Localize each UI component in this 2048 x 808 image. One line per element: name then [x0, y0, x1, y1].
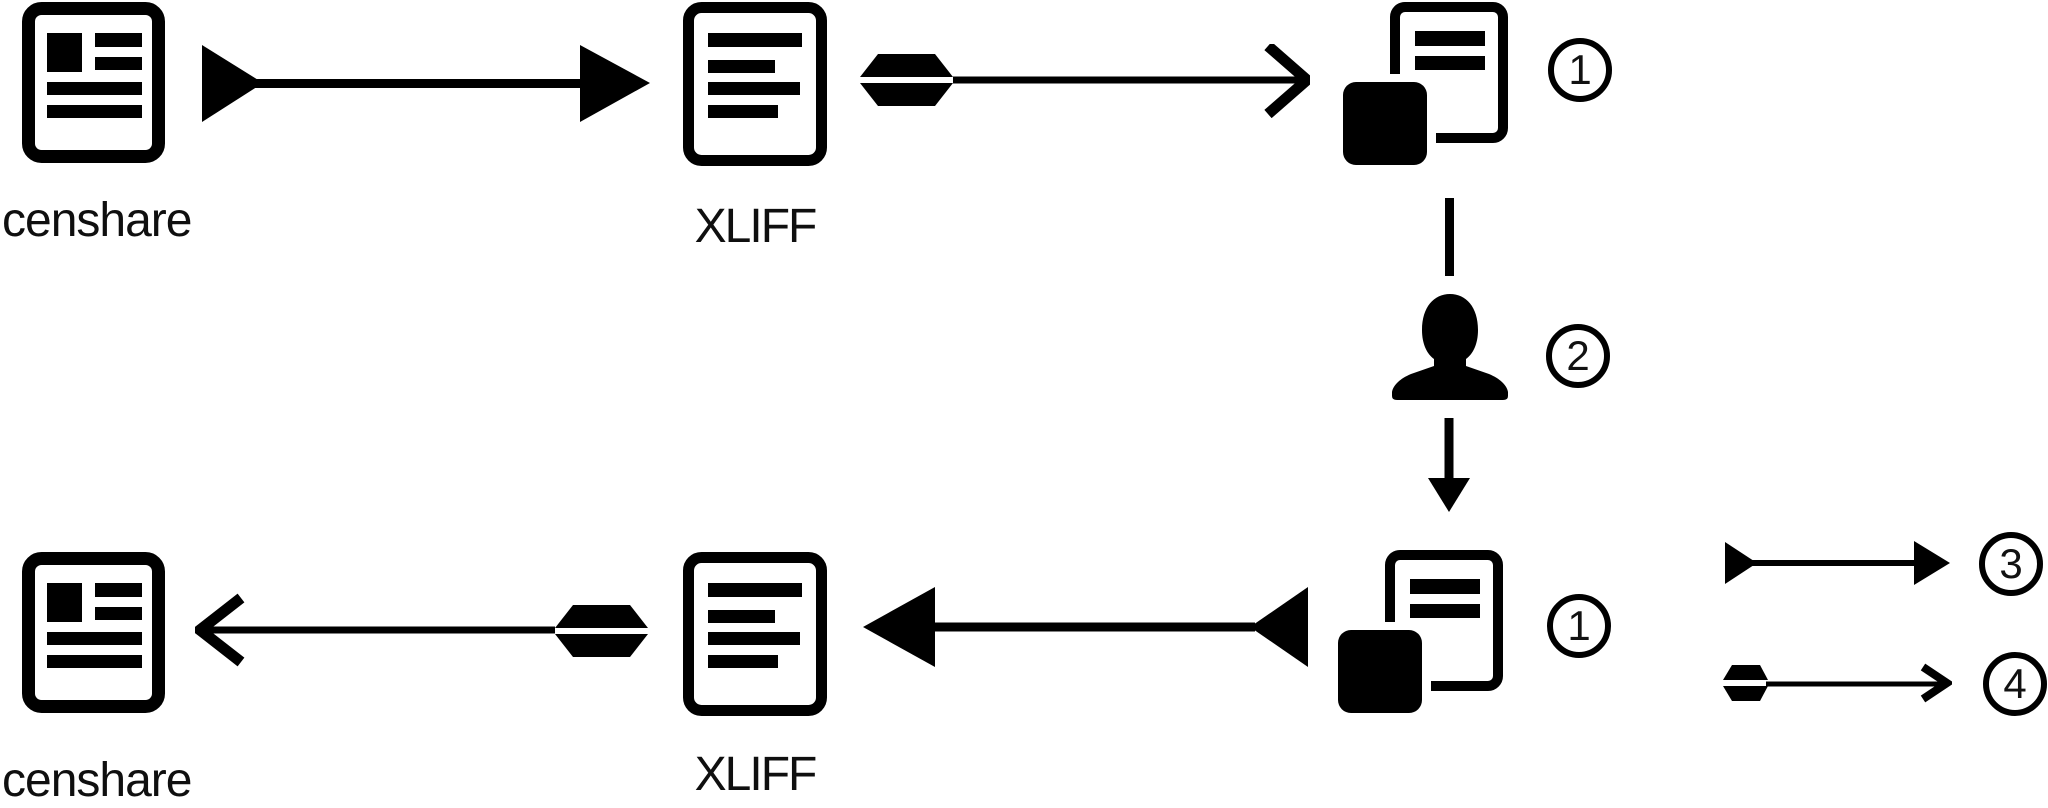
- solid-arrow-right: [202, 45, 650, 122]
- feathered-arrow-right: [860, 44, 1310, 118]
- solid-arrow-left: [863, 587, 1308, 667]
- step-badge-translator: 2: [1546, 324, 1610, 388]
- xliff-document-icon: [683, 2, 827, 166]
- xliff-label-bottom: XLIFF: [694, 748, 818, 801]
- legend-feathered-arrow: [1723, 663, 1952, 703]
- censhare-document-icon: [22, 2, 165, 164]
- censhare-label-bottom: censhare: [2, 754, 192, 807]
- step-badge-copy-bottom: 1: [1547, 594, 1611, 658]
- censhare-label-top: censhare: [2, 194, 192, 247]
- legend-badge-feathered-arrow: 4: [1983, 652, 2047, 716]
- legend-badge-solid-arrow: 3: [1979, 532, 2043, 596]
- xliff-label-top: XLIFF: [694, 200, 818, 253]
- step-badge-copy-top: 1: [1548, 38, 1612, 102]
- xliff-document-icon-bottom: [683, 552, 827, 716]
- feathered-arrow-left: [195, 593, 648, 667]
- connector-line-down: [1445, 198, 1454, 276]
- copy-documents-icon-top: [1338, 0, 1510, 168]
- copy-documents-icon-bottom: [1333, 548, 1505, 716]
- translator-person-icon: [1391, 292, 1509, 400]
- legend-solid-arrow: [1725, 541, 1950, 585]
- censhare-document-icon-bottom: [22, 552, 165, 714]
- arrow-down: [1428, 418, 1470, 512]
